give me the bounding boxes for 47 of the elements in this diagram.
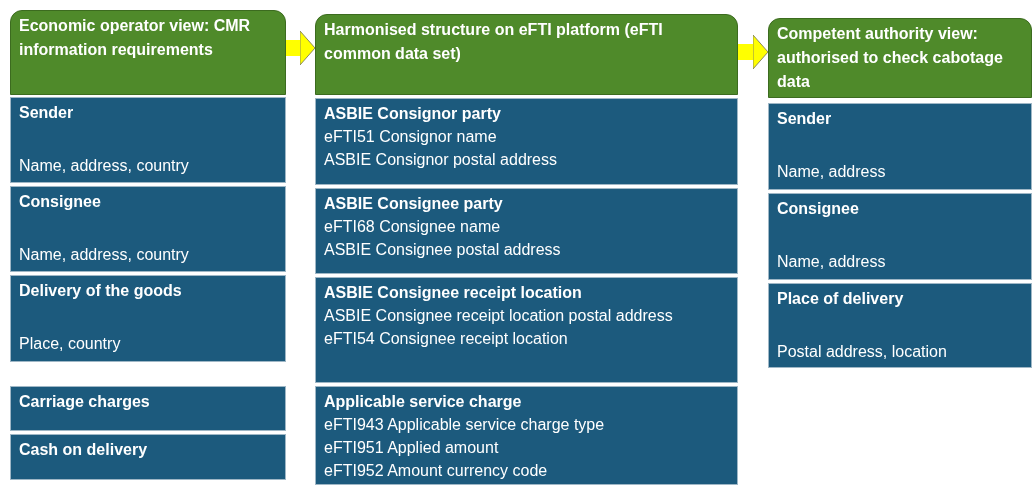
field-text: Postal address, location xyxy=(777,342,948,362)
data-box xyxy=(768,103,1032,190)
block-arrow xyxy=(286,30,316,66)
box-heading: Applicable service charge xyxy=(324,392,523,412)
box-heading: Consignee xyxy=(777,199,860,219)
box-heading: ASBIE Consignee receipt location xyxy=(324,283,583,303)
data-box xyxy=(315,188,738,274)
field-text: ASBIE Consignee postal address xyxy=(324,240,562,260)
field-text: Name, address xyxy=(777,252,887,272)
field-text: Name, address xyxy=(777,162,887,182)
field-text: eFTI54 Consignee receipt location xyxy=(324,329,569,349)
data-box xyxy=(315,386,738,485)
column-heading: Economic operator view: CMR information requirements xyxy=(19,16,252,60)
field-text: Name, address, country xyxy=(19,156,190,176)
field-text: eFTI943 Applicable service charge type xyxy=(324,415,606,435)
field-text: eFTI952 Amount currency code xyxy=(324,461,549,481)
box-heading: Place of delivery xyxy=(777,289,905,309)
column-heading: Harmonised structure on eFTI platform (eFTI common data set) xyxy=(324,20,664,64)
box-heading: Sender xyxy=(19,103,75,123)
field-text: Name, address, country xyxy=(19,245,190,265)
field-text: ASBIE Consignor postal address xyxy=(324,150,558,170)
box-heading: Carriage charges xyxy=(19,392,151,412)
box-heading: Consignee xyxy=(19,192,102,212)
box-heading: Cash on delivery xyxy=(19,440,149,460)
header-box xyxy=(315,14,738,95)
data-box xyxy=(315,277,738,383)
field-text: eFTI951 Applied amount xyxy=(324,438,500,458)
box-heading: Delivery of the goods xyxy=(19,281,183,301)
field-text: ASBIE Consignee receipt location postal address xyxy=(324,306,674,326)
data-box xyxy=(10,386,286,431)
field-text: Place, country xyxy=(19,334,122,354)
field-text: eFTI51 Consignor name xyxy=(324,127,498,147)
box-heading: Sender xyxy=(777,109,833,129)
data-box xyxy=(10,434,286,480)
data-box xyxy=(10,186,286,272)
data-box xyxy=(315,98,738,185)
data-box xyxy=(10,97,286,183)
data-box xyxy=(10,275,286,362)
field-text: eFTI68 Consignee name xyxy=(324,217,502,237)
data-box xyxy=(768,283,1032,368)
box-heading: ASBIE Consignee party xyxy=(324,194,504,214)
box-heading: ASBIE Consignor party xyxy=(324,104,502,124)
header-box xyxy=(768,18,1032,98)
header-box xyxy=(10,10,286,95)
data-box xyxy=(768,193,1032,280)
block-arrow xyxy=(738,34,769,70)
column-heading: Competent authority view: authorised to check cabotage data xyxy=(777,24,1004,92)
